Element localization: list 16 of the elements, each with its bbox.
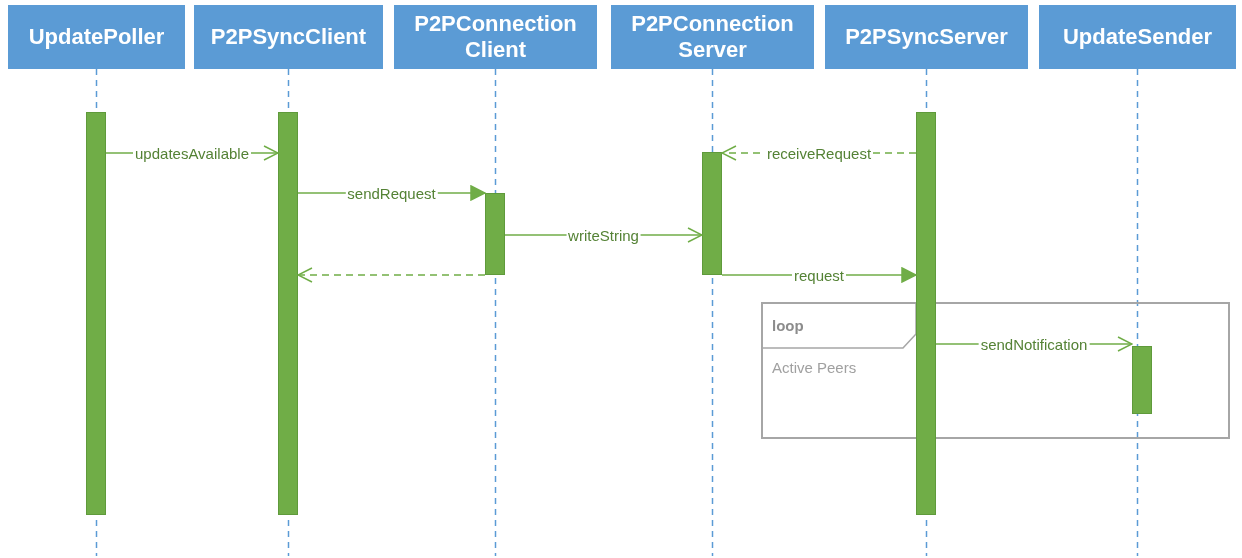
participant-box: UpdateSender [1039, 5, 1236, 69]
message-arrow [297, 267, 486, 283]
activation-bar [485, 193, 505, 275]
activation-bar [1132, 346, 1152, 414]
loop-label: loop [772, 317, 804, 334]
activation-bar [702, 152, 722, 275]
guard-label: Active Peers [772, 359, 857, 376]
participant-box: P2PConnection Client [394, 5, 597, 69]
activation-bar [278, 112, 298, 515]
participant-box: UpdatePoller [8, 5, 185, 69]
activation-bar [86, 112, 106, 515]
loop-frame [761, 302, 1230, 439]
activation-bar [916, 112, 936, 515]
participant-box: P2PSyncClient [194, 5, 383, 69]
participant-box: P2PSyncServer [825, 5, 1028, 69]
participant-box: P2PConnection Server [611, 5, 814, 69]
